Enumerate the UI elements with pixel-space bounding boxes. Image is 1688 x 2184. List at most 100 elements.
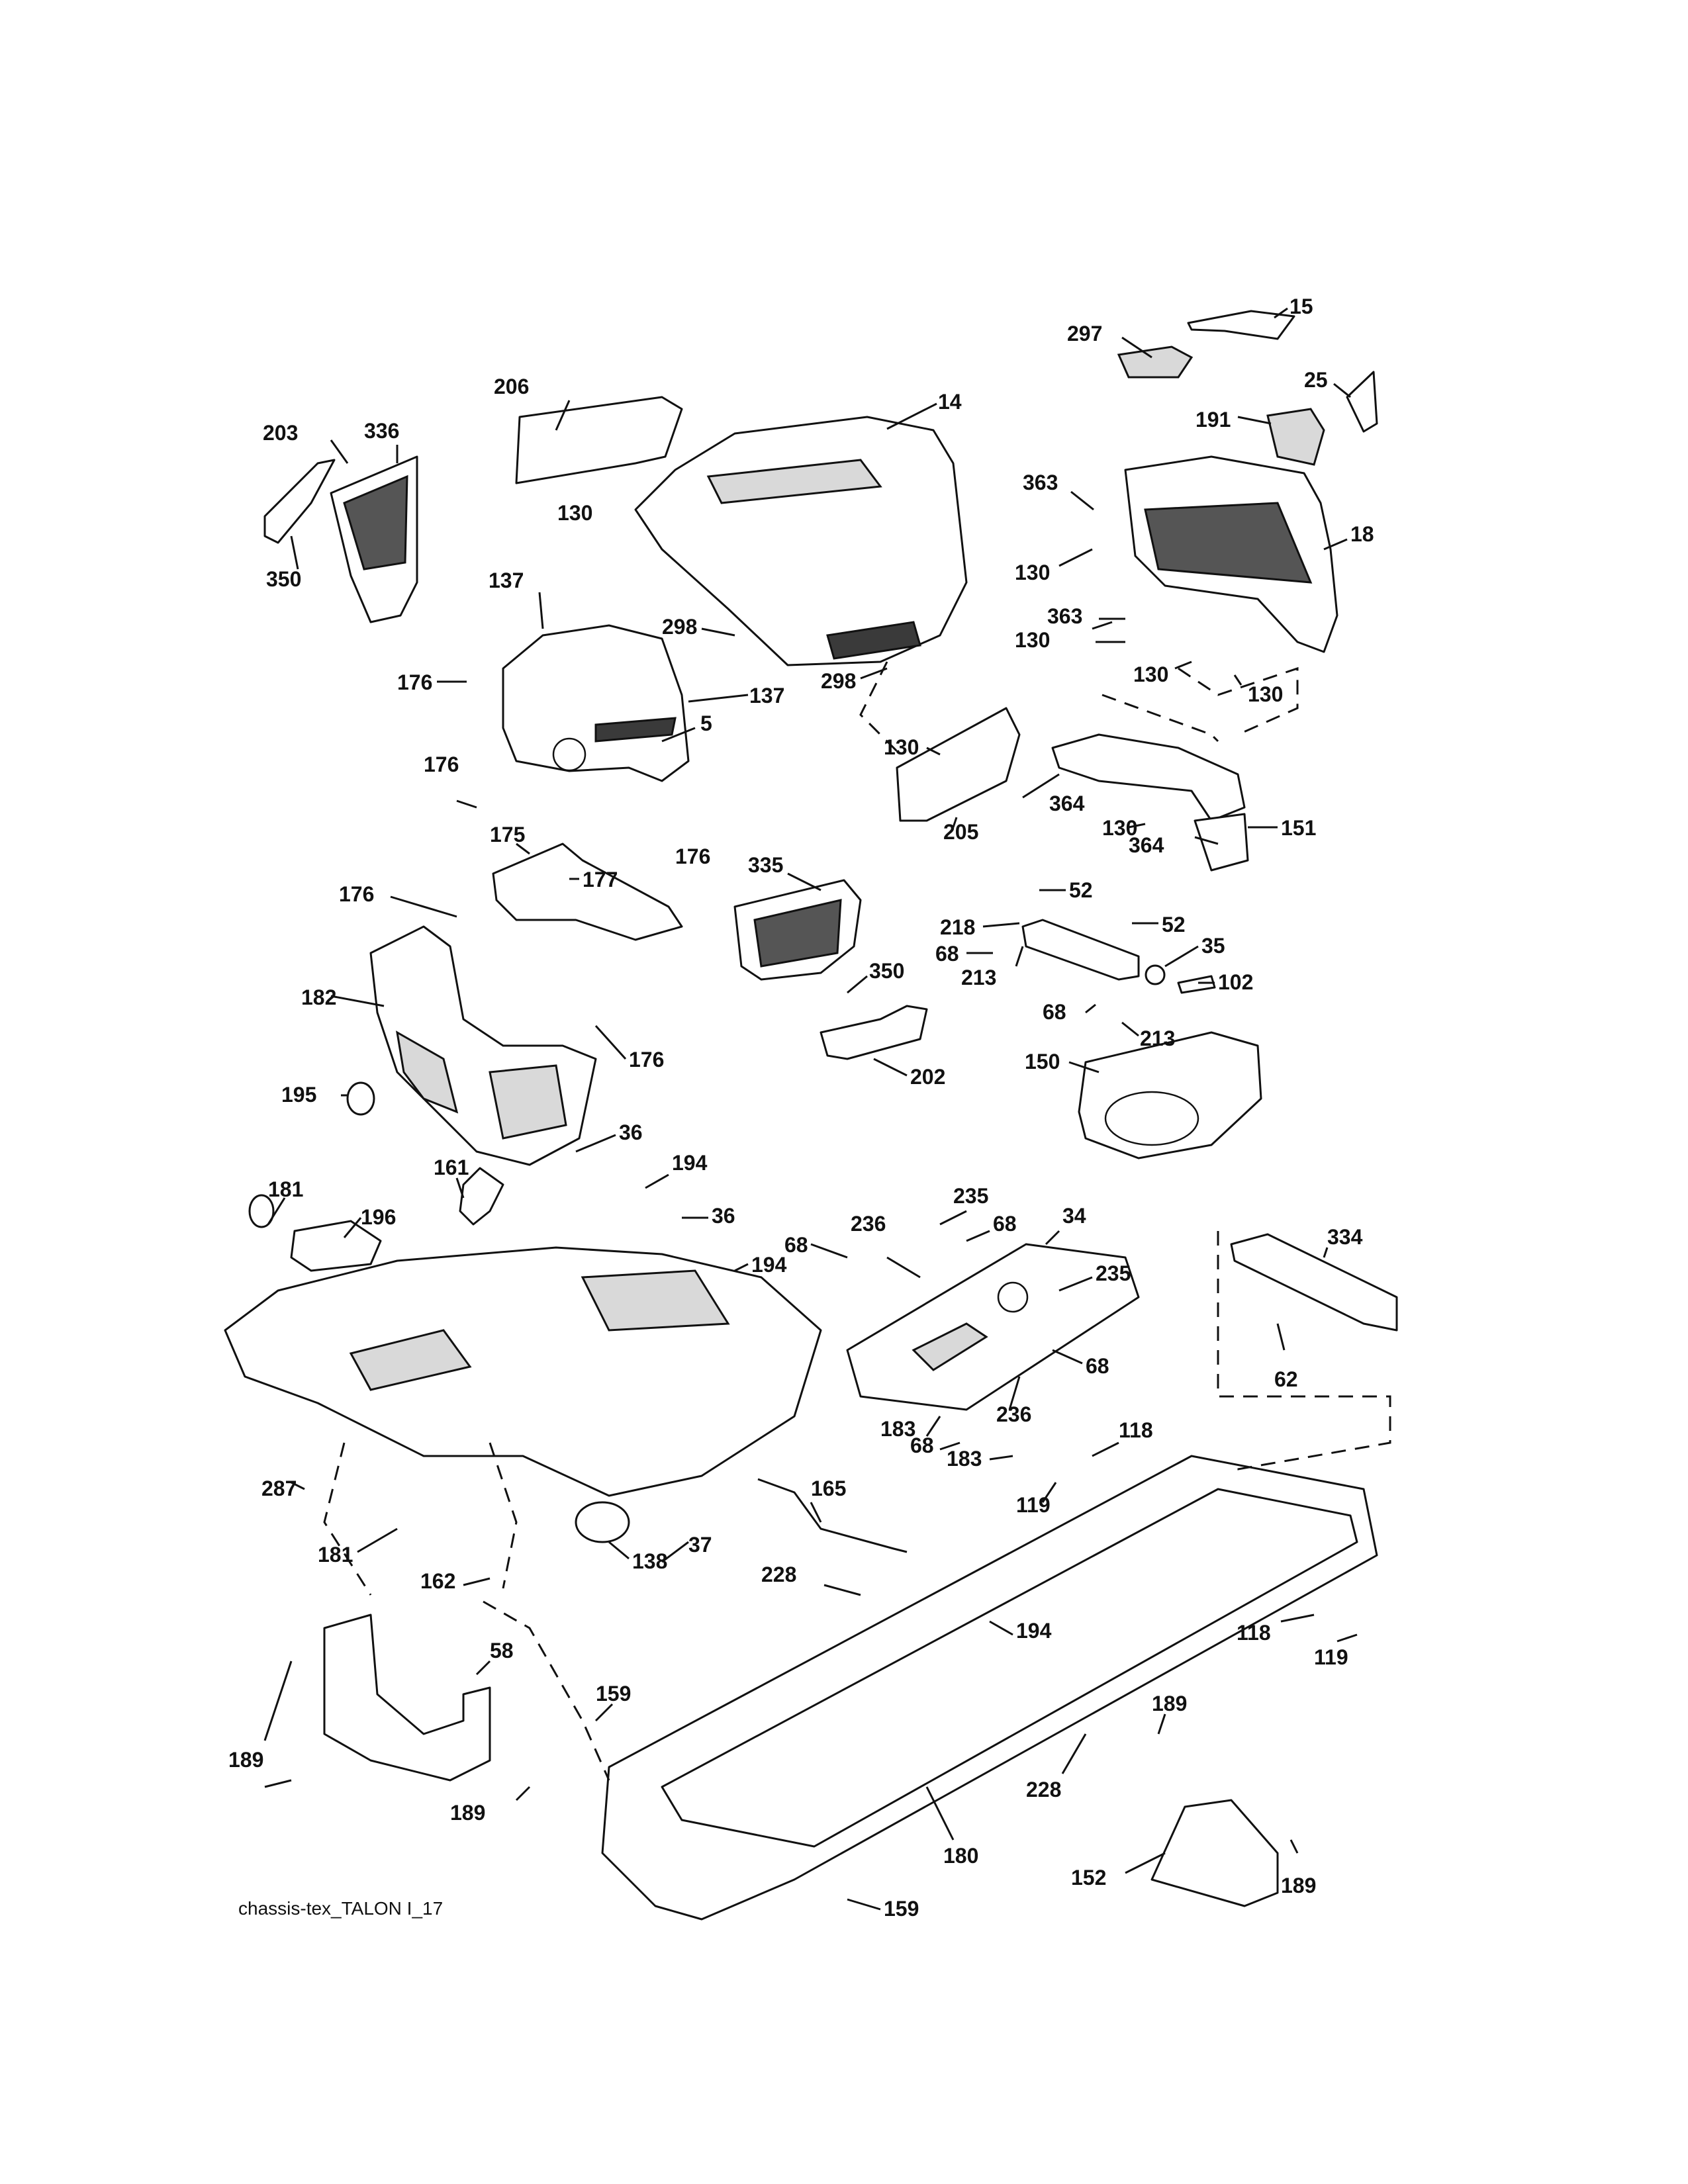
assembly-line — [1102, 694, 1219, 743]
callout-189: 189 — [1152, 1692, 1187, 1715]
part-205-cover — [896, 707, 1021, 822]
callout-68: 68 — [1086, 1354, 1109, 1378]
callout-130: 130 — [1102, 816, 1137, 840]
callout-363: 363 — [1023, 471, 1058, 494]
part-165-rod — [757, 1478, 908, 1553]
callout-350: 350 — [869, 959, 904, 983]
callout-228: 228 — [761, 1563, 796, 1586]
part-15-trim-strip — [1187, 310, 1295, 340]
callout-118: 118 — [1119, 1418, 1153, 1442]
part-34-slot — [912, 1322, 988, 1371]
part-37-console-opening — [581, 1269, 730, 1332]
callout-189: 189 — [228, 1748, 263, 1772]
callout-130: 130 — [884, 735, 919, 759]
callout-118: 118 — [1237, 1621, 1271, 1645]
callout-175: 175 — [490, 823, 525, 846]
callout-363: 363 — [1047, 604, 1082, 628]
part-25-lens — [1346, 371, 1378, 433]
part-218-bracket — [1021, 919, 1140, 981]
callout-364: 364 — [1129, 833, 1164, 857]
callout-213: 213 — [1140, 1026, 1175, 1050]
callout-364: 364 — [1049, 792, 1085, 815]
part-181-grommet — [248, 1194, 275, 1228]
part-34-hole — [997, 1281, 1029, 1313]
callout-235: 235 — [1096, 1261, 1131, 1285]
part-37-fender — [224, 1246, 822, 1497]
callout-180: 180 — [943, 1844, 978, 1868]
callout-159: 159 — [884, 1897, 919, 1921]
callout-182: 182 — [301, 985, 336, 1009]
callout-176: 176 — [675, 844, 710, 868]
callout-130: 130 — [1133, 662, 1168, 686]
callout-36: 36 — [619, 1120, 643, 1144]
callout-137: 137 — [749, 684, 784, 707]
part-14-hood-grille — [826, 621, 921, 660]
callout-68: 68 — [993, 1212, 1017, 1236]
part-335-mesh — [753, 899, 842, 968]
callout-34: 34 — [1062, 1204, 1086, 1228]
callout-36: 36 — [712, 1204, 735, 1228]
part-151-foot — [1194, 813, 1249, 872]
callout-189: 189 — [1281, 1874, 1316, 1897]
callout-14: 14 — [938, 390, 962, 414]
part-37-seat-opening — [349, 1329, 472, 1391]
part-182-window — [396, 1030, 459, 1114]
callout-287: 287 — [261, 1477, 297, 1500]
callout-183: 183 — [880, 1417, 915, 1441]
part-196-cover — [290, 1220, 382, 1272]
callout-183: 183 — [947, 1447, 982, 1471]
callout-177: 177 — [583, 868, 618, 891]
leader-lines — [263, 307, 1358, 1911]
callout-165: 165 — [811, 1477, 846, 1500]
callout-196: 196 — [361, 1205, 396, 1229]
callout-130: 130 — [1015, 561, 1050, 584]
part-35-washer — [1145, 964, 1166, 985]
callout-37: 37 — [688, 1533, 712, 1557]
part-336-mesh — [343, 475, 408, 570]
callout-130: 130 — [557, 501, 592, 525]
callout-176: 176 — [424, 752, 459, 776]
callout-218: 218 — [940, 915, 975, 939]
callout-58: 58 — [490, 1639, 514, 1662]
assembly-line — [1217, 1231, 1391, 1471]
callout-235: 235 — [953, 1184, 988, 1208]
callout-335: 335 — [748, 853, 783, 877]
callout-25: 25 — [1304, 368, 1328, 392]
callout-334: 334 — [1327, 1225, 1363, 1249]
assembly-line — [859, 661, 902, 756]
part-58-bracket — [323, 1614, 491, 1782]
callout-203: 203 — [263, 421, 298, 445]
part-182-window-2 — [489, 1064, 567, 1140]
assembly-line — [323, 1442, 372, 1596]
callout-205: 205 — [943, 820, 978, 844]
callout-176: 176 — [397, 670, 432, 694]
callout-68: 68 — [784, 1233, 808, 1257]
callout-176: 176 — [629, 1048, 664, 1071]
callout-68: 68 — [935, 942, 959, 966]
callout-298: 298 — [821, 669, 856, 693]
callout-336: 336 — [364, 419, 399, 443]
assembly-line — [489, 1442, 518, 1589]
callout-130: 130 — [1015, 628, 1050, 652]
callout-62: 62 — [1274, 1367, 1298, 1391]
callout-159: 159 — [596, 1682, 631, 1706]
callout-68: 68 — [1043, 1000, 1066, 1024]
callout-297: 297 — [1067, 322, 1102, 345]
part-202-handle — [820, 1005, 928, 1060]
part-195-grommet — [346, 1081, 375, 1116]
part-5-dash-rib — [594, 717, 677, 743]
callout-138: 138 — [632, 1549, 667, 1573]
part-180-frame-rail — [661, 1488, 1358, 1848]
callout-52: 52 — [1069, 878, 1093, 902]
part-34-plate — [846, 1243, 1140, 1411]
part-203-bracket — [263, 459, 336, 544]
part-191-headlight — [1266, 408, 1325, 466]
callout-236: 236 — [996, 1402, 1031, 1426]
callout-130: 130 — [1248, 682, 1283, 706]
callout-151: 151 — [1281, 816, 1316, 840]
assembly-line — [1178, 666, 1299, 736]
callout-195: 195 — [281, 1083, 316, 1107]
diagram-caption: chassis-tex_TALON I_17 — [238, 1898, 444, 1919]
callout-15: 15 — [1289, 295, 1313, 318]
